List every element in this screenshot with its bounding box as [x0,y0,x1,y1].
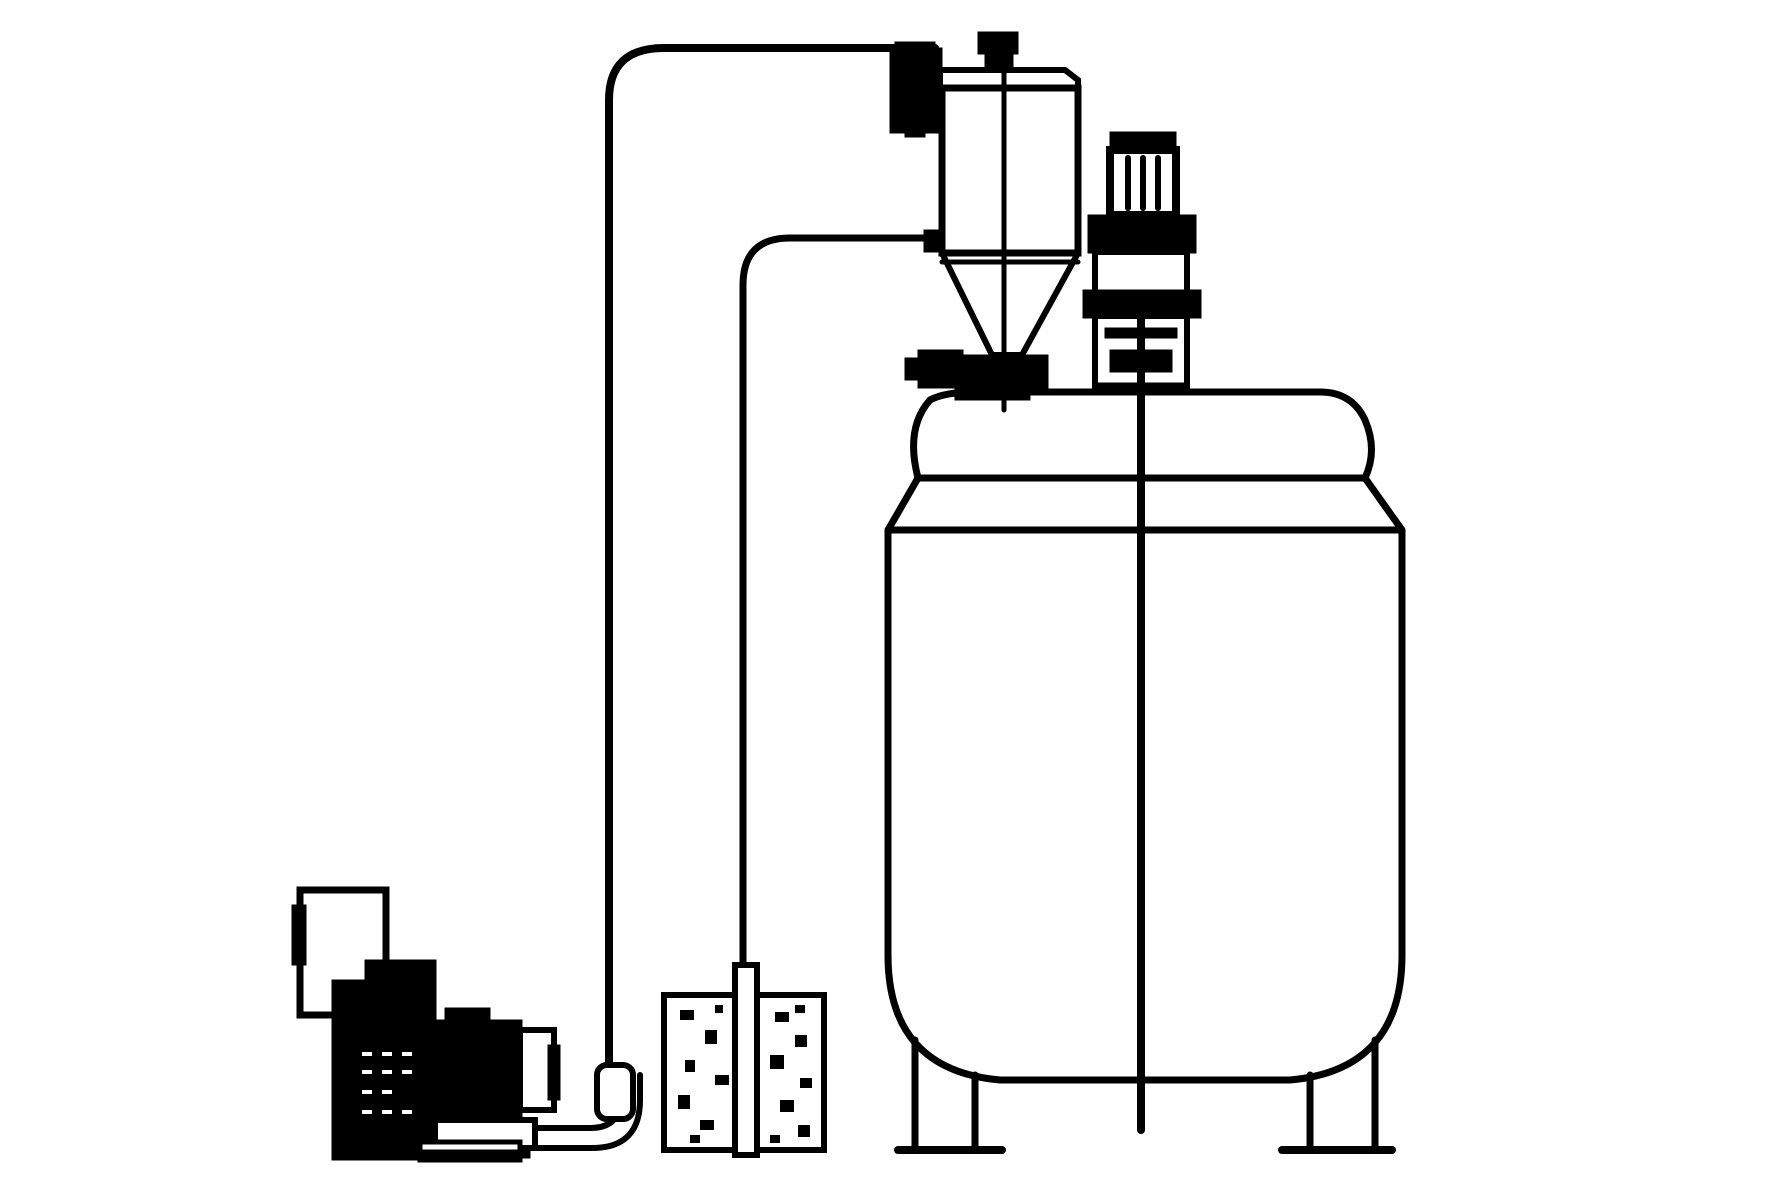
mixing-tank-icon [884,314,1406,1154]
powder-bag-icon [661,962,827,1158]
vacuum-pump-icon [291,886,643,1163]
material-feed-line [739,234,932,974]
vacuum-hopper-icon [889,31,1082,413]
